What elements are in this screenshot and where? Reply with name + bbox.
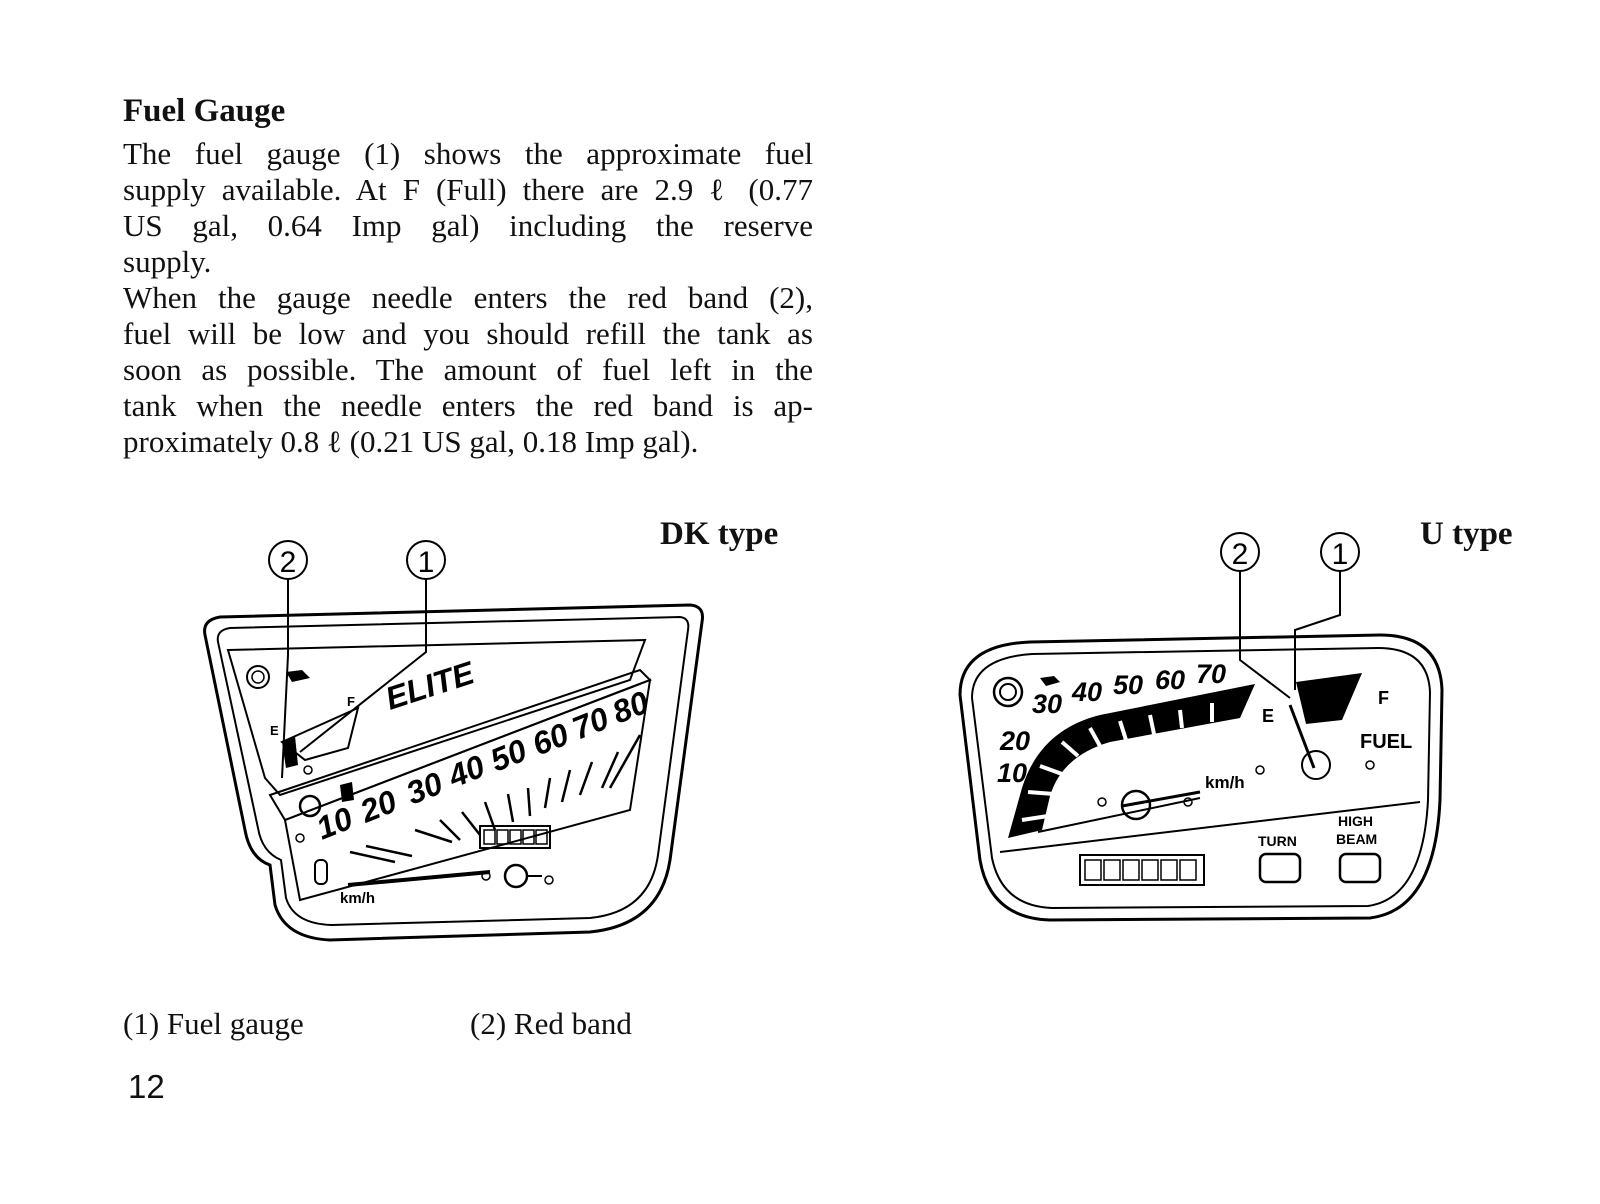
u-fuel-full-label: F — [1378, 688, 1389, 708]
paragraph-line: fuel will be low and you should refill t… — [123, 316, 813, 351]
section-heading: Fuel Gauge — [123, 93, 286, 129]
paragraph-line: soon as possible. The amount of fuel lef… — [123, 352, 813, 387]
dk-speed-tick: 50 — [485, 732, 532, 779]
paragraph-line: The fuel gauge (1) shows the approximate… — [123, 136, 813, 171]
u-unit-label: km/h — [1205, 773, 1245, 792]
u-speed-tick: 60 — [1155, 665, 1185, 695]
dk-speed-tick: 70 — [567, 700, 614, 747]
dk-speed-tick: 60 — [527, 716, 574, 763]
paragraph-fuel-supply: The fuel gauge (1) shows the approximate… — [123, 136, 813, 280]
dk-callout-2: 2 — [280, 546, 297, 579]
turn-indicator — [1258, 852, 1302, 884]
caption-fuel-gauge: (1) Fuel gauge — [123, 1006, 304, 1041]
u-speed-tick: 20 — [999, 726, 1030, 756]
paragraph-line: US gal, 0.64 Imp gal) including the rese… — [123, 208, 813, 243]
dk-type-label: DK type — [660, 516, 779, 552]
u-callout-2: 2 — [1232, 538, 1249, 571]
paragraph-line: supply available. At F (Full) there are … — [123, 172, 813, 207]
u-speed-tick: 70 — [1196, 659, 1226, 689]
paragraph-line: When the gauge needle enters the red ban… — [123, 280, 813, 315]
paragraph-line: supply. — [123, 244, 212, 279]
u-fuel-label: FUEL — [1360, 731, 1412, 753]
u-turn-label: TURN — [1258, 833, 1297, 849]
u-callout-1: 1 — [1332, 538, 1349, 571]
u-high-label: HIGH — [1338, 813, 1373, 829]
u-speedometer-figure: 10 20 30 40 50 60 70 E F FUEL km/h TURN … — [958, 532, 1444, 922]
paragraph-line: proximately 0.8 ℓ (0.21 US gal, 0.18 Imp… — [123, 424, 699, 459]
u-speed-tick: 50 — [1113, 670, 1143, 700]
dk-speedometer-figure: E F ELITE 10 20 30 40 50 60 70 80 km/h — [203, 540, 704, 942]
u-beam-label: BEAM — [1336, 831, 1377, 847]
u-type-label: U type — [1420, 516, 1513, 552]
dk-speed-tick: 80 — [607, 684, 654, 731]
dk-callout-1: 1 — [418, 546, 435, 579]
u-fuel-empty-label: E — [1262, 706, 1274, 726]
u-speed-tick: 10 — [997, 758, 1027, 788]
dk-unit-label: km/h — [340, 890, 375, 907]
high-beam-indicator — [1338, 852, 1382, 884]
dk-fuel-empty-label: E — [270, 723, 279, 738]
dk-fuel-full-label: F — [347, 694, 355, 709]
paragraph-line: tank when the needle enters the red band… — [123, 388, 813, 423]
dk-speed-tick: 40 — [442, 748, 490, 795]
page-number: 12 — [128, 1068, 165, 1105]
u-speed-tick: 40 — [1071, 677, 1102, 707]
paragraph-red-band: When the gauge needle enters the red ban… — [123, 280, 813, 460]
caption-red-band: (2) Red band — [470, 1006, 632, 1041]
u-speed-tick: 30 — [1032, 689, 1062, 719]
dk-brand-label: ELITE — [381, 654, 480, 717]
